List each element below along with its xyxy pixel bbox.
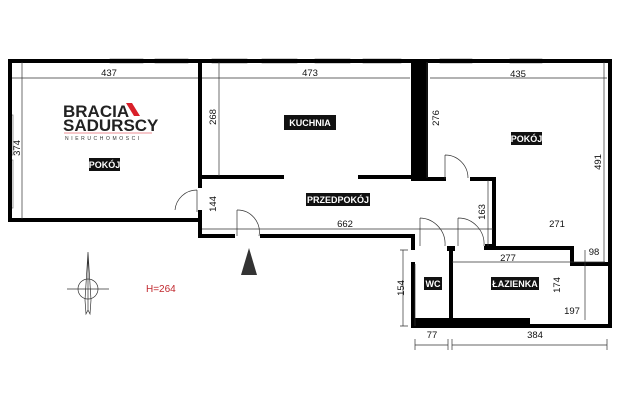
svg-text:276: 276 [431,110,442,126]
room-label-lazienka: ŁAZIENKA [491,277,539,290]
walls [8,59,612,328]
svg-text:NIERUCHOMOSCI: NIERUCHOMOSCI [65,136,142,142]
entrance-triangle-icon [241,248,257,275]
svg-text:491: 491 [593,154,604,170]
svg-text:154: 154 [396,280,407,296]
dimension-lines [12,62,608,350]
door-room-right [444,154,469,179]
svg-text:PRZEDPOKÓJ: PRZEDPOKÓJ [307,194,369,205]
svg-text:174: 174 [552,277,563,293]
svg-text:98: 98 [589,247,600,258]
svg-text:WC: WC [426,279,441,289]
svg-text:271: 271 [549,219,565,230]
svg-text:SADURSCY: SADURSCY [63,116,159,135]
room-label-wc: WC [424,277,442,290]
north-arrow-icon [67,251,109,316]
svg-text:473: 473 [302,68,318,79]
svg-text:BRACIA: BRACIA [63,102,129,121]
ceiling-height-label: H=264 [146,284,176,295]
svg-text:KUCHNIA: KUCHNIA [289,118,331,128]
svg-text:437: 437 [101,68,117,79]
room-label-kuchnia: KUCHNIA [284,115,336,130]
svg-text:268: 268 [208,109,219,125]
svg-text:144: 144 [208,196,219,212]
room-label-przedpokoj: PRZEDPOKÓJ [306,193,370,206]
room-label-pokoj-left: POKÓJ [89,158,121,171]
door-entrance [236,209,260,237]
door-wc [419,217,446,247]
dimension-labels: 437 374 473 268 435 276 491 144 662 163 … [12,68,604,341]
svg-text:435: 435 [510,69,526,80]
svg-text:662: 662 [337,219,353,230]
svg-text:POKÓJ: POKÓJ [511,133,543,144]
svg-text:277: 277 [500,253,516,264]
svg-text:163: 163 [477,204,488,220]
door-room-left [174,189,198,212]
doors [174,154,485,247]
svg-text:POKÓJ: POKÓJ [89,159,121,170]
company-logo: BRACIA SADURSCY NIERUCHOMOSCI [63,102,159,142]
svg-text:ŁAZIENKA: ŁAZIENKA [492,279,538,289]
logo-accent-icon [126,103,140,116]
svg-text:374: 374 [12,140,23,156]
svg-text:197: 197 [564,306,580,317]
svg-text:384: 384 [527,330,543,341]
room-label-pokoj-right: POKÓJ [511,132,543,145]
svg-text:77: 77 [427,330,438,341]
door-bathroom [457,217,485,247]
